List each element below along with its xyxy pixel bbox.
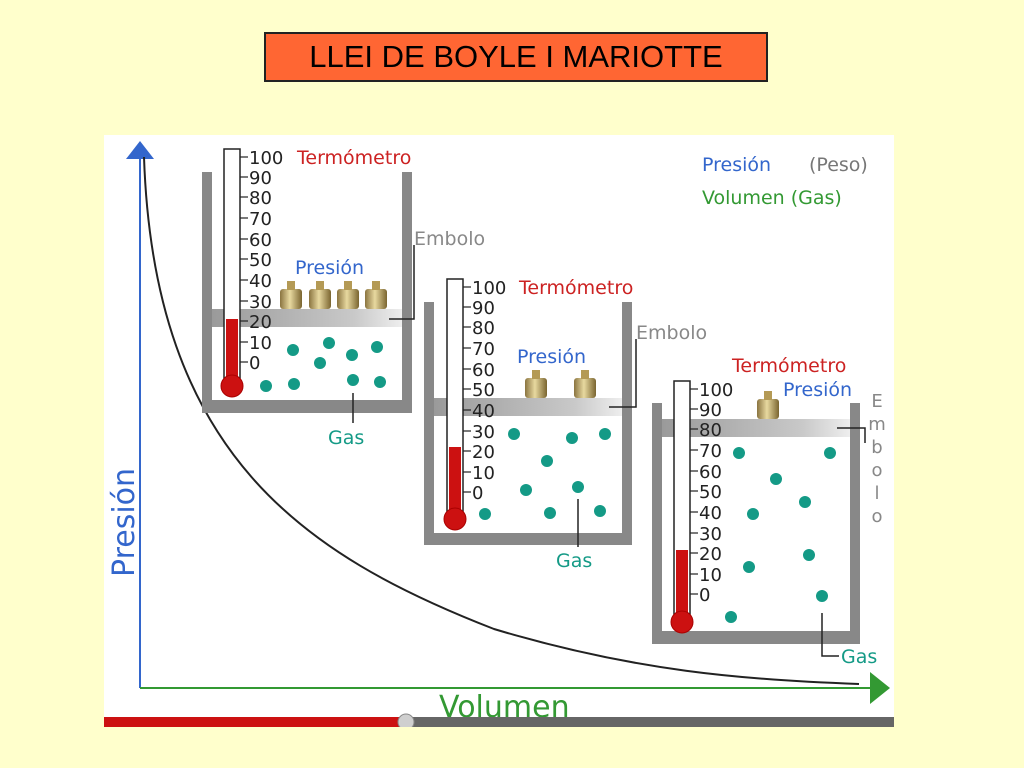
container-2-gas-label: Gas	[556, 550, 592, 572]
container-3-gas-pointer	[821, 613, 839, 657]
container-3-piston-pointer	[837, 427, 866, 443]
scale-label: 50	[472, 380, 495, 401]
container-3-piston-label: Embolo	[867, 391, 888, 529]
scale-label: 50	[699, 482, 722, 503]
container-1-weights	[280, 281, 387, 309]
weight-icon	[365, 281, 387, 309]
boyle-diagram-panel: Presión Volumen Presión (Peso) Volumen (…	[104, 135, 894, 727]
y-axis-arrow-icon	[126, 141, 154, 159]
legend-pressure: Presión	[702, 154, 771, 176]
scale-label: 70	[249, 209, 272, 230]
scale-label: 0	[249, 353, 260, 374]
container-1-gas-label: Gas	[328, 427, 364, 449]
container-2-pressure-label: Presión	[517, 346, 586, 368]
container-1-piston-label: Embolo	[414, 228, 485, 250]
scale-label: 70	[472, 339, 495, 360]
scale-label: 90	[699, 400, 722, 421]
container-3-pressure-label: Presión	[783, 379, 852, 401]
x-axis-arrow-icon	[870, 672, 890, 704]
container-3-thermometer-label: Termómetro	[731, 355, 846, 377]
slide-title-box: LLEI DE BOYLE I MARIOTTE	[264, 32, 768, 82]
container-1-thermometer: 100 90 80 70 60 50 40 30 20 10 0	[220, 148, 283, 398]
slider-handle[interactable]	[397, 713, 415, 727]
container-1: 100 90 80 70 60 50 40 30 20 10 0 Termóme…	[202, 147, 485, 449]
scale-label: 100	[699, 380, 733, 401]
container-3-thermometer: 100 90 80 70 60 50 40 30 20 10 0	[670, 380, 733, 634]
weight-icon	[525, 370, 547, 398]
scale-label: 0	[699, 585, 710, 606]
weight-icon	[280, 281, 302, 309]
playback-slider[interactable]	[104, 713, 894, 727]
container-3-ticks	[690, 388, 698, 595]
container-1-pressure-label: Presión	[295, 257, 364, 279]
scale-label: 60	[249, 230, 272, 251]
scale-label: 30	[472, 422, 495, 443]
scale-label: 80	[249, 188, 272, 209]
container-2-thermometer-label: Termómetro	[518, 277, 633, 299]
scale-label: 40	[699, 503, 722, 524]
scale-label: 100	[249, 148, 283, 169]
scale-label: 90	[472, 298, 495, 319]
scale-label: 20	[699, 544, 722, 565]
scale-label: 80	[699, 420, 722, 441]
slide-title: LLEI DE BOYLE I MARIOTTE	[309, 39, 723, 74]
container-2: 100 90 80 70 60 50 40 30 20 10 0 Termóme…	[424, 277, 707, 572]
legend-weight: (Peso)	[809, 154, 868, 176]
container-2-piston-label: Embolo	[636, 322, 707, 344]
scale-label: 0	[472, 483, 483, 504]
weight-icon	[337, 281, 359, 309]
scale-label: 30	[699, 524, 722, 545]
scale-label: 10	[472, 463, 495, 484]
y-axis	[126, 141, 154, 688]
container-3-weights	[757, 391, 779, 419]
scale-label: 90	[249, 168, 272, 189]
container-2-piston-pointer	[609, 339, 637, 408]
scale-label: 40	[249, 271, 272, 292]
container-1-ticks	[240, 156, 248, 363]
container-2-piston	[434, 398, 622, 416]
container-3-piston	[662, 419, 850, 437]
weight-icon	[757, 391, 779, 419]
container-2-weights	[525, 370, 596, 398]
scale-label: 80	[472, 318, 495, 339]
boyle-diagram: Presión Volumen Presión (Peso) Volumen (…	[104, 141, 894, 727]
scale-label: 40	[472, 401, 495, 422]
scale-label: 20	[249, 312, 272, 333]
weight-icon	[574, 370, 596, 398]
container-2-ticks	[463, 286, 471, 493]
scale-label: 20	[472, 442, 495, 463]
scale-label: 30	[249, 292, 272, 313]
scale-label: 50	[249, 250, 272, 271]
container-3-gas-label: Gas	[841, 646, 877, 668]
y-axis-label: Presión	[107, 468, 142, 577]
container-1-piston-pointer	[389, 245, 415, 320]
boyle-curve	[143, 156, 860, 685]
scale-label: 60	[699, 462, 722, 483]
x-axis	[140, 672, 890, 704]
legend-volume: Volumen (Gas)	[702, 187, 842, 209]
container-1-gas-particles	[260, 337, 386, 392]
container-3: 100 90 80 70 60 50 40 30 20 10 0 Termóme…	[652, 355, 888, 668]
slider-track[interactable]	[104, 717, 894, 727]
container-1-thermometer-label: Termómetro	[296, 147, 411, 169]
container-2-gas-particles	[479, 428, 611, 520]
scale-label: 60	[472, 360, 495, 381]
weight-icon	[309, 281, 331, 309]
legend: Presión (Peso) Volumen (Gas)	[702, 154, 868, 209]
container-2-thermometer: 100 90 80 70 60 50 40 30 20 10 0	[443, 278, 506, 531]
scale-label: 10	[699, 565, 722, 586]
slider-fill	[104, 717, 404, 727]
container-1-piston	[212, 309, 402, 327]
scale-label: 100	[472, 278, 506, 299]
container-3-gas-particles	[725, 447, 836, 623]
scale-label: 10	[249, 333, 272, 354]
scale-label: 70	[699, 441, 722, 462]
